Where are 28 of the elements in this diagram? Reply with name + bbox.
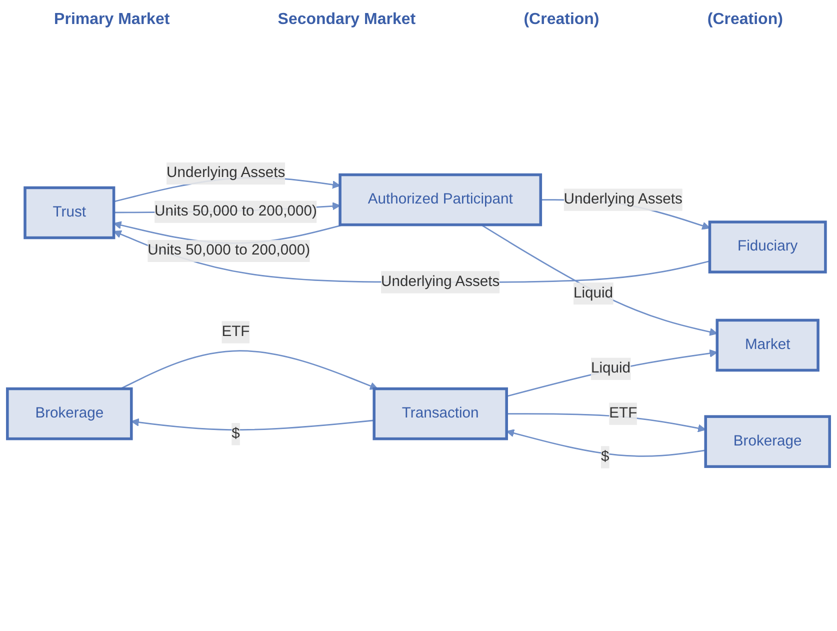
node-box: Brokerage [6,388,133,440]
edge-label: Units 50,000 to 200,000) [154,204,317,220]
edge-label: $ [232,426,240,442]
edge-label: ETF [222,324,250,340]
arrow [480,224,718,336]
node-box: Fiduciary [708,220,827,274]
arrow [131,418,374,431]
edge-label: ETF [609,406,638,422]
arrow [120,350,378,390]
arrow [506,349,718,398]
arrow [506,429,706,457]
section-heading: Secondary Market [278,11,416,29]
edge-label: Underlying Assets [564,192,682,208]
edge-label: Liquid [590,360,631,376]
edge-label: Units 50,000 to 200,000) [148,242,310,258]
section-heading: (Creation) [524,11,600,29]
edge-label: Liquid [573,285,614,302]
edge-label: Underlying Assets [166,165,286,182]
node-box: Market [716,318,820,372]
node-box: Authorized Participant [338,174,542,226]
edge-label: $ [601,448,610,465]
section-heading: (Creation) [707,11,783,29]
node-box: Brokerage [704,415,831,468]
section-heading: Primary Market [54,11,170,29]
arrow [113,230,710,284]
node-box: Transaction [372,388,508,440]
edge-label: Underlying Assets [381,274,500,290]
node-box: Trust [24,186,116,240]
